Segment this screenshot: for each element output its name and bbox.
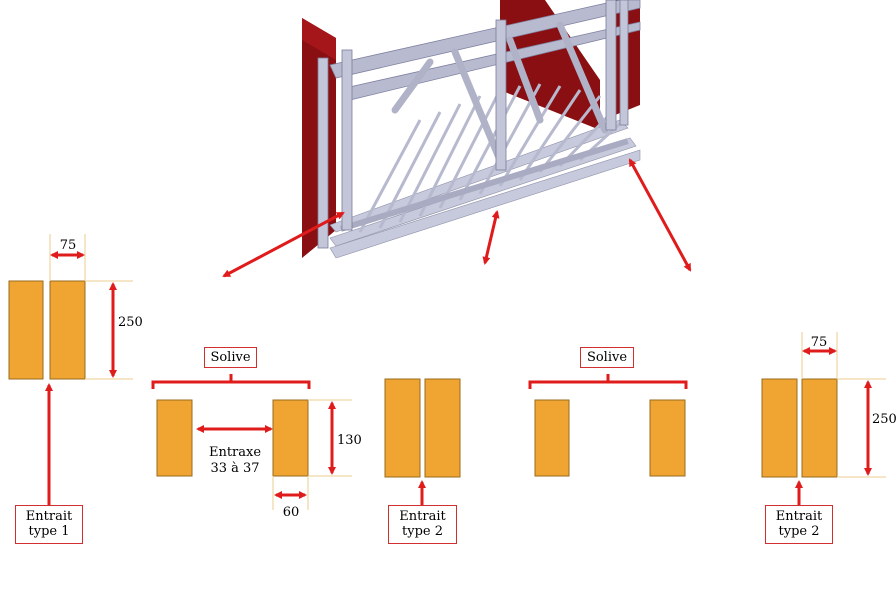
entrait-type1-line2: type 1 [28,524,70,539]
entrait-type2-right-label: Entrait type 2 [765,505,833,544]
dim-60: 60 [283,505,300,520]
entraxe-label: Entraxe [209,445,261,460]
pointer-arrows [222,158,692,278]
entrait-type2-right-line1: Entrait [775,509,823,524]
entrait-type2-right-section: 75 250 [761,332,896,505]
solive-right-label: Solive [580,347,634,368]
solive-left-text: Solive [210,350,251,365]
solive-left-label: Solive [204,347,257,368]
entrait-type1-label: Entrait type 1 [15,505,83,544]
solive-right-text: Solive [586,350,628,365]
entrait-type2-right-line2: type 2 [778,524,820,539]
entraxe-range: 33 à 37 [210,461,259,476]
dim-75-left: 75 [60,238,77,253]
entrait-type2-middle-line1: Entrait [399,509,446,524]
solive-left-section: Entraxe 33 à 37 130 60 [151,374,362,520]
entrait-type1-line1: Entrait [25,509,73,524]
dim-250-right: 250 [872,412,896,427]
entrait-type2-middle-label: Entrait type 2 [388,505,457,544]
dim-130: 130 [337,433,362,448]
truss-3d-render [302,0,642,258]
entrait-type1-section: 75 250 [8,234,143,505]
solive-right-section [528,374,688,477]
dim-250-left: 250 [118,315,143,330]
dim-75-right: 75 [811,335,828,350]
entrait-type2-middle-line2: type 2 [402,524,443,539]
entrait-type2-middle-section [384,378,461,505]
